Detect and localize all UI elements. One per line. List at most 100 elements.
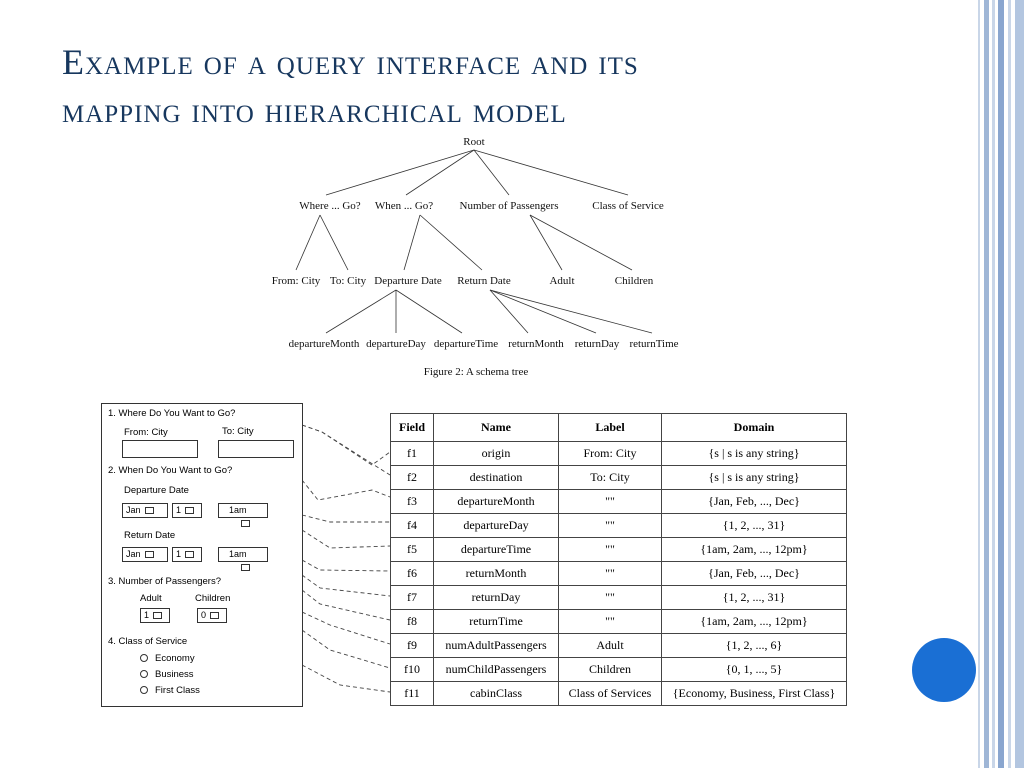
tree-node: departureTime	[434, 338, 498, 350]
form-question-2: 2. When Do You Want to Go?	[108, 465, 233, 476]
cell-label: ""	[558, 609, 662, 634]
children-value: 0	[201, 610, 207, 620]
form-question-3: 3. Number of Passengers?	[108, 576, 222, 587]
return-date-label: Return Date	[124, 530, 176, 541]
children-label: Children	[195, 593, 231, 604]
adult-value: 1	[144, 610, 150, 620]
cell-field: f4	[390, 513, 434, 538]
table-header-row: Field Name Label Domain	[390, 413, 847, 442]
dropdown-icon	[185, 507, 195, 515]
decor-stripe	[992, 0, 995, 768]
radio-business[interactable]: Business	[140, 669, 194, 680]
cell-field: f8	[390, 609, 434, 634]
to-city-label: To: City	[222, 426, 254, 437]
radio-first-class[interactable]: First Class	[140, 685, 200, 696]
tree-node: Children	[615, 275, 654, 287]
column-header: Name	[433, 413, 559, 442]
tree-node: departureDay	[366, 338, 426, 350]
cell-domain: {1am, 2am, ..., 12pm}	[661, 537, 847, 562]
decor-stripe	[998, 0, 1004, 768]
tree-node: Where ... Go?	[299, 200, 361, 212]
tree-node: To: City	[330, 275, 367, 287]
return-time-select[interactable]: 1am	[218, 547, 268, 572]
cell-field: f10	[390, 657, 434, 682]
column-header: Label	[558, 413, 662, 442]
tree-node: Return Date	[457, 275, 511, 287]
cell-domain: {1, 2, ..., 31}	[661, 513, 847, 538]
column-header: Field	[390, 413, 434, 442]
cell-field: f9	[390, 633, 434, 658]
departure-month-select[interactable]: Jan	[122, 503, 168, 518]
column-header: Domain	[661, 413, 847, 442]
dropdown-icon	[241, 564, 250, 572]
tree-node-root: Root	[463, 136, 484, 148]
cell-domain: {Jan, Feb, ..., Dec}	[661, 489, 847, 514]
cell-field: f5	[390, 537, 434, 562]
departure-time-value: 1am	[229, 505, 247, 515]
cell-label: Adult	[558, 633, 662, 658]
return-day-select[interactable]: 1	[172, 547, 202, 562]
tree-node: returnMonth	[508, 338, 564, 350]
to-city-input[interactable]	[218, 440, 294, 458]
form-question-1: 1. Where Do You Want to Go?	[108, 408, 236, 419]
cell-field: f1	[390, 441, 434, 466]
radio-icon	[140, 686, 148, 694]
cell-name: destination	[433, 465, 559, 490]
cell-domain: {s | s is any string}	[661, 441, 847, 466]
title-line-2: mapping into hierarchical model	[62, 90, 567, 130]
query-form: 1. Where Do You Want to Go? From: City T…	[101, 403, 303, 707]
departure-month-value: Jan	[126, 505, 141, 515]
from-city-input[interactable]	[122, 440, 198, 458]
tree-node: From: City	[272, 275, 321, 287]
cell-name: cabinClass	[433, 681, 559, 706]
tree-node: Number of Passengers	[460, 200, 559, 212]
return-month-select[interactable]: Jan	[122, 547, 168, 562]
radio-icon	[140, 670, 148, 678]
dropdown-icon	[144, 551, 154, 559]
departure-day-select[interactable]: 1	[172, 503, 202, 518]
tree-node: Departure Date	[374, 275, 442, 287]
dropdown-icon	[153, 612, 163, 620]
cell-name: numChildPassengers	[433, 657, 559, 682]
children-select[interactable]: 0	[197, 608, 227, 623]
decor-stripe	[1015, 0, 1024, 768]
cell-domain: {Economy, Business, First Class}	[661, 681, 847, 706]
dropdown-icon	[185, 551, 195, 559]
departure-time-select[interactable]: 1am	[218, 503, 268, 528]
tree-node: returnDay	[575, 338, 620, 350]
title-line-1: Example of a query interface and its	[62, 42, 639, 82]
cell-domain: {Jan, Feb, ..., Dec}	[661, 561, 847, 586]
cell-domain: {0, 1, ..., 5}	[661, 657, 847, 682]
tree-node: Class of Service	[592, 200, 664, 212]
cell-name: returnMonth	[433, 561, 559, 586]
cell-field: f2	[390, 465, 434, 490]
from-city-label: From: City	[124, 427, 168, 438]
cell-name: numAdultPassengers	[433, 633, 559, 658]
cell-name: departureTime	[433, 537, 559, 562]
cell-name: returnTime	[433, 609, 559, 634]
cell-field: f7	[390, 585, 434, 610]
cell-field: f6	[390, 561, 434, 586]
adult-select[interactable]: 1	[140, 608, 170, 623]
cell-label: ""	[558, 513, 662, 538]
cell-domain: {1am, 2am, ..., 12pm}	[661, 609, 847, 634]
radio-icon	[140, 654, 148, 662]
cell-label: From: City	[558, 441, 662, 466]
cell-label: To: City	[558, 465, 662, 490]
radio-economy[interactable]: Economy	[140, 653, 195, 664]
cell-label: ""	[558, 585, 662, 610]
figure-caption: Figure 2: A schema tree	[424, 366, 529, 378]
cell-label: ""	[558, 561, 662, 586]
departure-day-value: 1	[176, 505, 182, 515]
